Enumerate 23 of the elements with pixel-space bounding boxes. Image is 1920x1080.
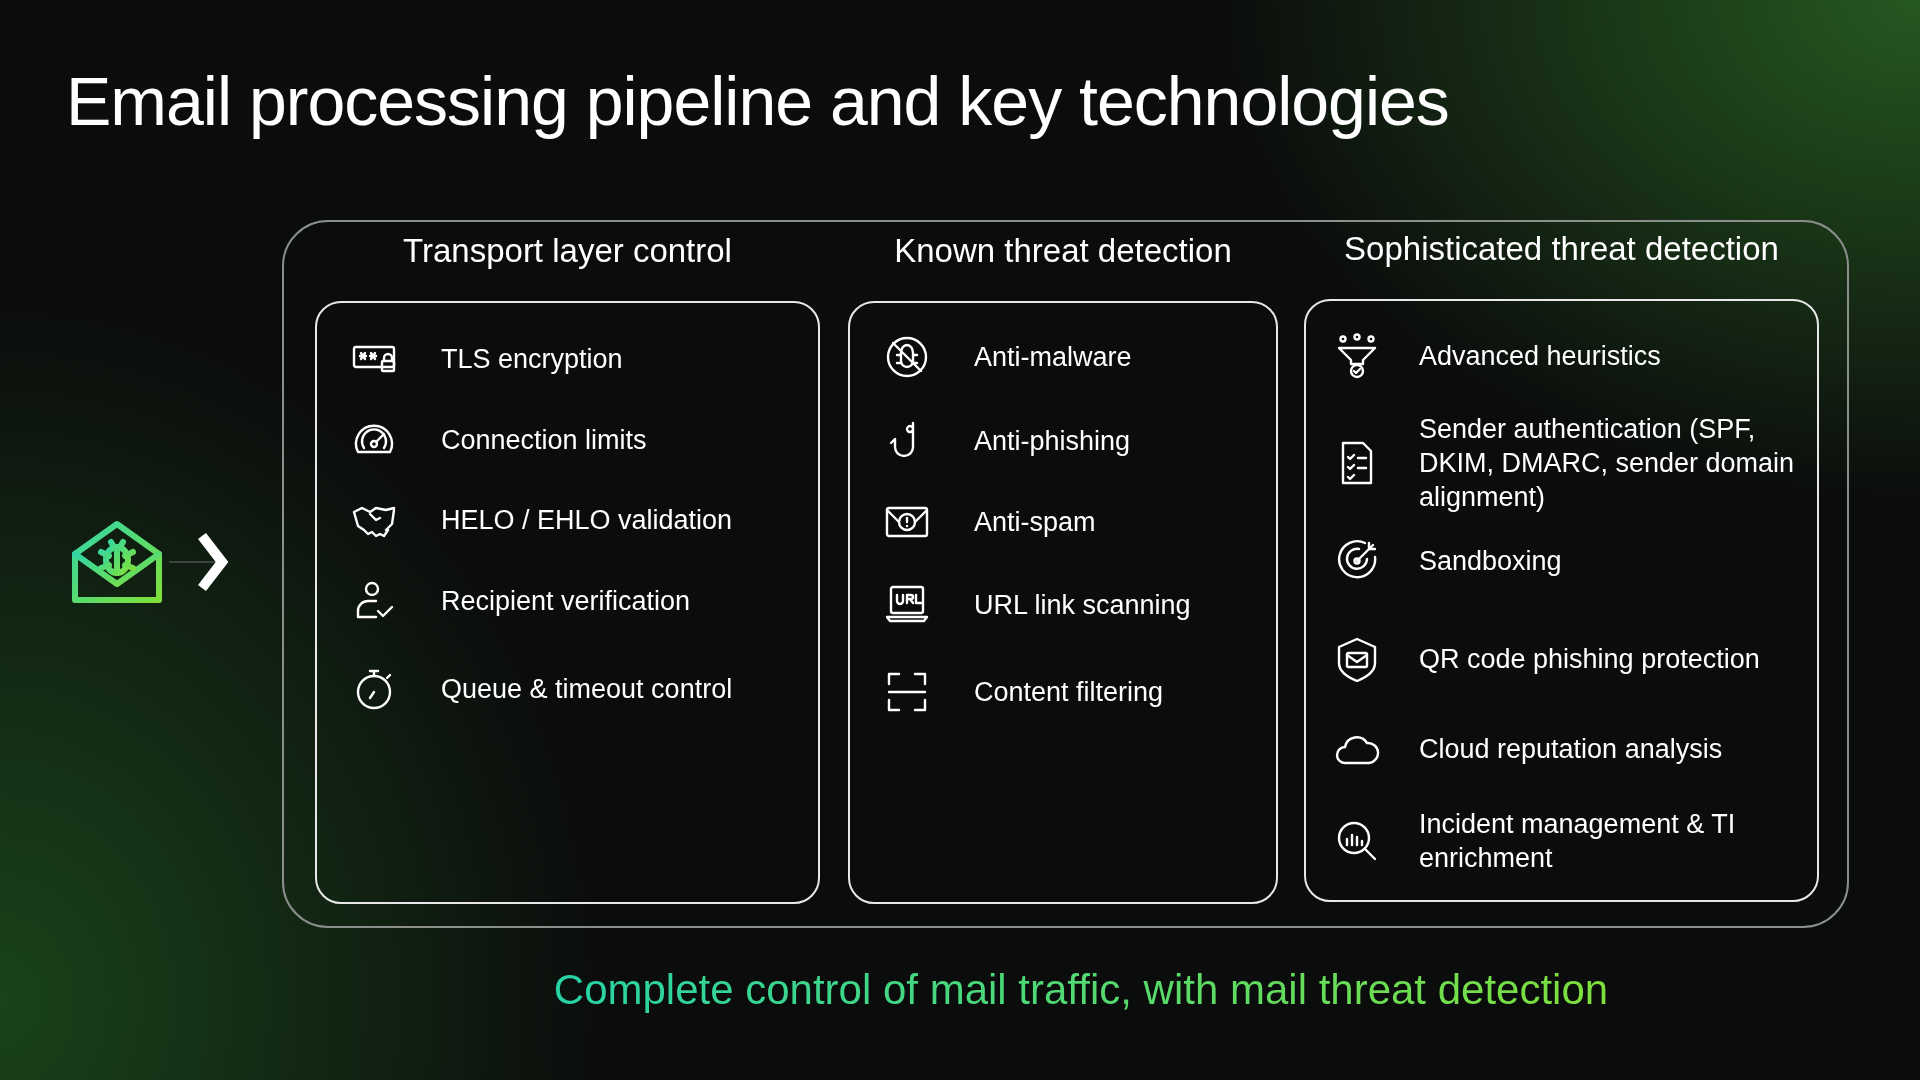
arrow — [168, 531, 227, 593]
item-label: Sender authentication (SPF, DKIM, DMARC, sender domain alignment) — [1419, 413, 1796, 514]
column-heading: Sophisticated threat detection — [1343, 230, 1780, 268]
item-label: URL link scanning — [974, 589, 1192, 622]
item-label: Anti-phishing — [974, 425, 1132, 458]
item-label: Queue & timeout control — [441, 673, 734, 706]
item-label: Content filtering — [974, 676, 1165, 709]
item-label: Incident management & TI enrichment — [1419, 808, 1737, 875]
item-label: HELO / EHLO validation — [441, 504, 734, 537]
item-label: Anti-malware — [974, 341, 1133, 374]
item-label: Advanced heuristics — [1419, 340, 1662, 373]
slide-title: Email processing pipeline and key technologies — [66, 62, 1449, 140]
item-label: TLS encryption — [441, 343, 624, 376]
outer-panel — [282, 220, 1849, 928]
item-label: Sandboxing — [1419, 545, 1563, 578]
item-label: QR code phishing protection — [1419, 643, 1761, 676]
column-heading: Transport layer control — [402, 232, 733, 270]
envelope-icon — [71, 520, 163, 604]
item-label: Cloud reputation analysis — [1419, 733, 1724, 766]
item-label: Recipient verification — [441, 585, 692, 618]
item-label: Anti-spam — [974, 506, 1097, 539]
column-heading: Known threat detection — [893, 232, 1233, 270]
item-label: Connection limits — [441, 424, 648, 457]
